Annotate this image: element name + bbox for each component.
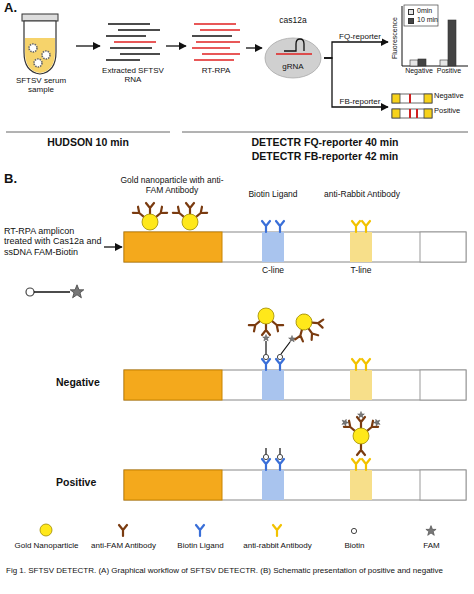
legend-text: Gold Nanoparticle: [8, 541, 85, 550]
node-text: SFTSV serum sample: [6, 76, 76, 94]
label-text: HUDSON 10 min: [6, 136, 170, 148]
legend-text: FAM: [393, 541, 470, 550]
label-text: Biotin Ligand: [233, 190, 313, 200]
legend-text: 10 min: [417, 16, 438, 24]
node-text: Extracted SFTSV RNA: [100, 66, 166, 84]
node-text: Positive: [434, 67, 464, 75]
label-text: Positive: [56, 476, 96, 488]
cas12a-complex: [265, 38, 321, 78]
node-text: Positive: [434, 107, 460, 116]
node-text: Negative: [404, 67, 434, 75]
label-text: Negative: [56, 376, 100, 388]
label-text: DETECTR FB-reporter 42 min: [182, 150, 468, 162]
cas12a-oval: cas12a gRNA: [262, 16, 324, 82]
fluorescence-chart: [402, 5, 468, 66]
node-text: Negative: [434, 92, 464, 101]
positive-strip: [124, 411, 466, 500]
edge-label: FB-reporter: [339, 97, 382, 106]
rna-strands: [106, 24, 160, 60]
sample-node: SFTSV serum sample: [6, 12, 76, 96]
strip-result: NegativePositive: [388, 90, 470, 124]
mini-strips: [392, 94, 432, 118]
lateral-flow-strip: [124, 203, 466, 262]
node-text: RT-RPA amplicon treated with Cas12a and …: [4, 226, 104, 257]
flow-arrow: [76, 45, 100, 46]
serum-tube: [22, 14, 58, 74]
flow-arrow: [324, 58, 388, 107]
node-text: Fluorescence: [391, 17, 399, 59]
rpa-node: RT-RPA: [186, 12, 246, 77]
legend-text: 0min: [417, 7, 432, 15]
node-text: gRNA: [262, 62, 324, 71]
test-strip: C-line T-line: [122, 228, 468, 280]
label-text: A.: [4, 1, 17, 16]
ssdna-reporter: [26, 285, 84, 298]
node-text: T-line: [339, 266, 383, 276]
label-text: Gold nanoparticle with anti-FAM Antibody: [112, 176, 232, 196]
negative-strip: [124, 306, 466, 400]
label-text: B.: [4, 172, 17, 187]
legend-swatch: [408, 9, 414, 15]
node-text: C-line: [251, 266, 295, 276]
flow-arrow: [104, 246, 122, 247]
time-brackets: [6, 132, 468, 133]
flow-arrow: [166, 45, 186, 46]
flow-arrow: [246, 47, 262, 48]
legend-icons: [40, 524, 436, 536]
node-text: cas12a: [262, 16, 324, 26]
legend-swatch: [408, 18, 414, 24]
label-text: anti-Rabbit Antibody: [314, 190, 410, 200]
label-text: DETECTR FQ-reporter 40 min: [182, 136, 468, 148]
edge-label: FQ-reporter: [338, 32, 382, 41]
rna-node: Extracted SFTSV RNA: [100, 12, 166, 86]
amplicon-input: RT-RPA amplicon treated with Cas12a and …: [4, 226, 104, 276]
legend-text: anti-rabbit Antibody: [239, 541, 316, 550]
legend-text: anti-FAM Antibody: [85, 541, 162, 550]
amplicon-strands: [192, 24, 240, 60]
legend-text: Biotin: [316, 541, 393, 550]
figure-caption: Fig 1. SFTSV DETECTR. (A) Graphical work…: [6, 566, 468, 575]
flow-arrow: [324, 42, 388, 58]
legend-text: Biotin Ligand: [162, 541, 239, 550]
node-text: RT-RPA: [186, 66, 246, 75]
